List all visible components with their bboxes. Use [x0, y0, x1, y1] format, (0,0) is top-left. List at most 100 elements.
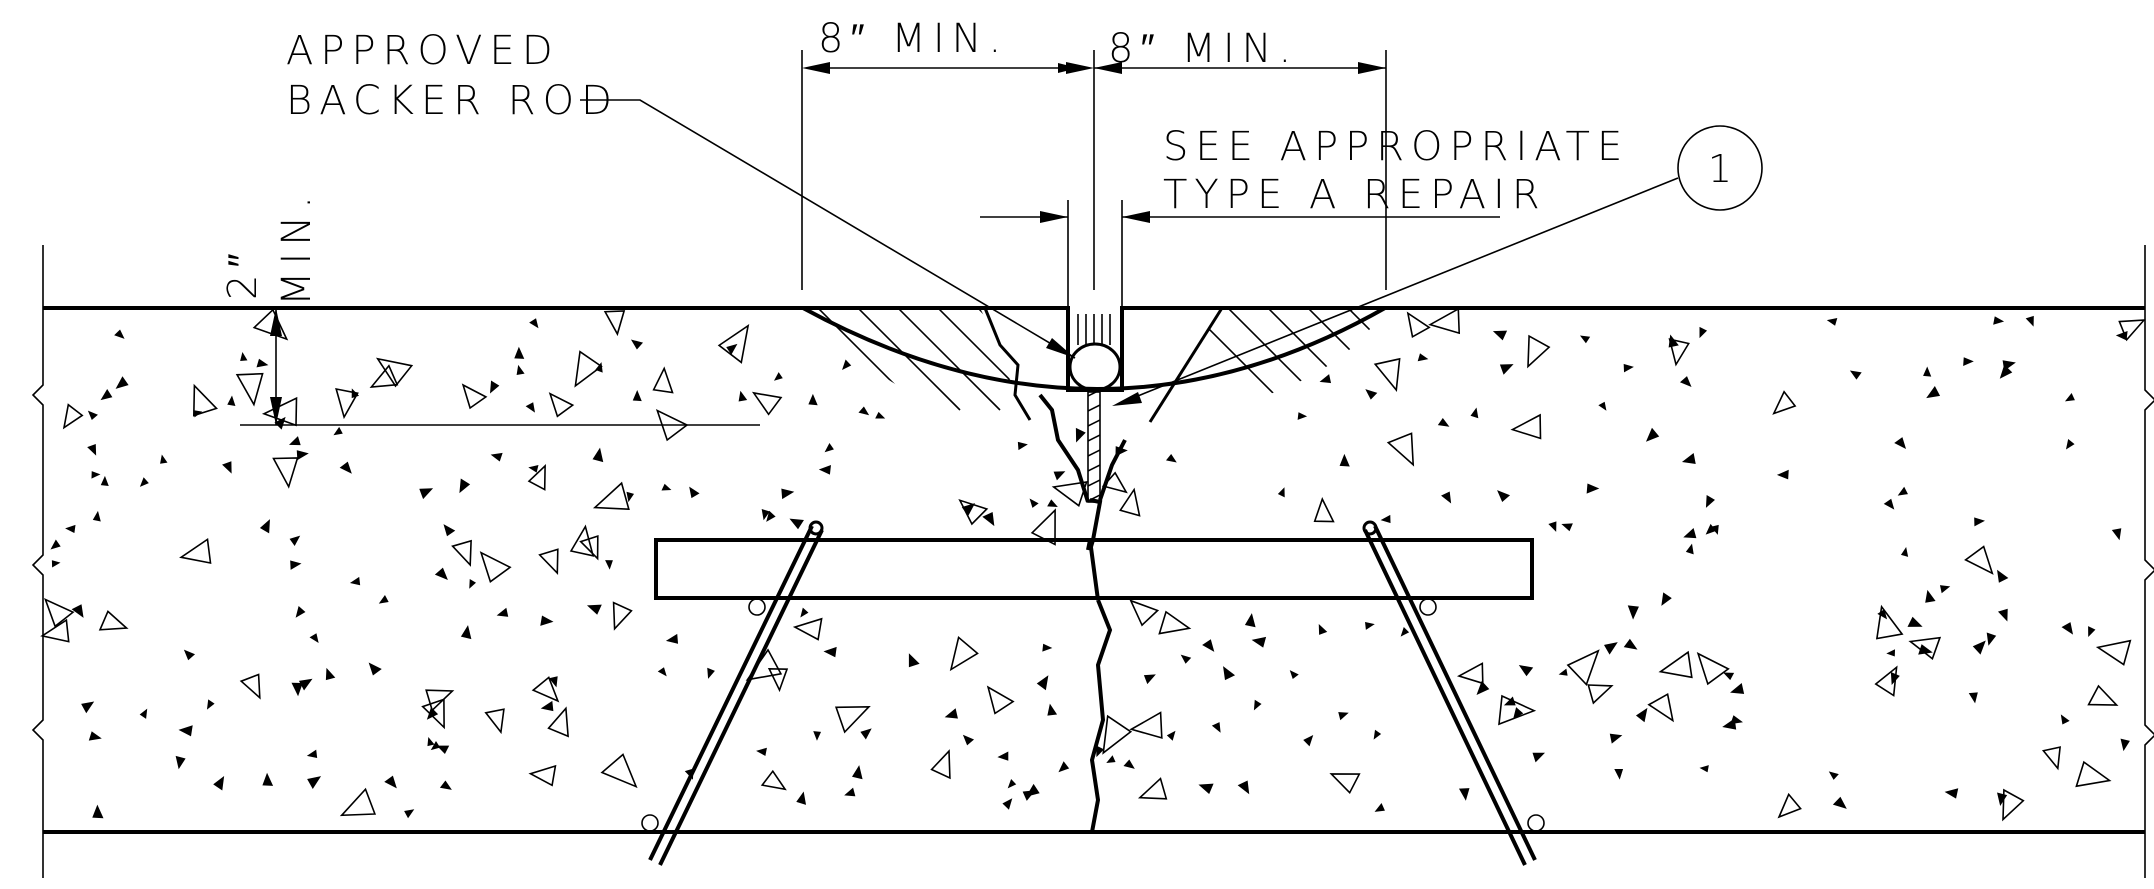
aggregate-mark [1476, 680, 1490, 695]
aggregate-mark [1202, 639, 1215, 652]
aggregate-mark [43, 597, 75, 628]
aggregate-mark [1022, 790, 1036, 801]
aggregate-mark [307, 776, 322, 789]
aggregate-mark [114, 329, 125, 339]
aggregate-mark [1699, 765, 1709, 773]
aggregate-mark [1661, 592, 1672, 606]
aggregate-mark [252, 308, 289, 341]
aggregate-mark [160, 454, 168, 464]
aggregate-mark [1685, 543, 1694, 555]
aggregate-mark [1944, 788, 1959, 799]
aggregate-mark [1042, 643, 1053, 652]
repair-reference-line1: SEE APPROPRIATE [1163, 124, 1629, 170]
aggregate-mark [612, 601, 633, 631]
aggregate-mark [87, 443, 97, 456]
aggregate-mark [496, 607, 509, 617]
aggregate-mark [528, 465, 539, 473]
repair-area [802, 306, 1386, 423]
aggregate-mark [378, 594, 389, 604]
aggregate-mark [1456, 662, 1484, 685]
aggregate-mark [1101, 471, 1128, 494]
aggregate-mark [808, 393, 818, 406]
aggregate-mark [813, 731, 822, 741]
aggregate-mark [1338, 712, 1349, 721]
aggregate-mark [490, 380, 500, 394]
aggregate-mark [239, 673, 261, 700]
aggregate-mark [1518, 665, 1534, 677]
aggregate-mark [1123, 759, 1135, 769]
aggregate-mark [751, 391, 783, 416]
aggregate-mark [1623, 363, 1634, 373]
aggregate-mark [1993, 316, 2005, 325]
aggregate-mark [1832, 796, 1847, 809]
aggregate-mark [1318, 624, 1328, 635]
aggregate-mark [309, 633, 319, 644]
aggregate-mark [461, 383, 488, 410]
aggregate-mark [306, 749, 318, 759]
aggregate-mark [88, 731, 102, 741]
aggregate-mark [2060, 714, 2070, 725]
aggregate-mark [419, 488, 434, 500]
aggregate-mark [538, 548, 559, 576]
aggregate-mark [288, 436, 301, 446]
aggregate-mark [259, 519, 270, 534]
aggregate-mark [100, 389, 113, 401]
aggregate-mark [1997, 569, 2009, 583]
aggregate-mark [2002, 788, 2025, 822]
aggregate-mark [1417, 353, 1429, 362]
aggregate-mark [1997, 608, 2008, 622]
aggregate-mark [1198, 783, 1214, 795]
aggregate-mark [2115, 330, 2128, 341]
aggregate-mark [766, 510, 776, 522]
aggregate-mark [2064, 392, 2075, 402]
aggregate-mark [430, 741, 441, 751]
aggregate-mark [40, 618, 70, 643]
aggregate-mark [626, 491, 634, 503]
aggregate-mark [2118, 319, 2146, 342]
aggregate-mark [1777, 792, 1802, 819]
aggregate-mark [1437, 417, 1450, 427]
aggregate-mark [1772, 390, 1797, 415]
aggregate-mark [1119, 487, 1141, 517]
aggregate-mark [860, 728, 872, 740]
aggregate-mark [421, 698, 445, 730]
leader-lines [580, 99, 1679, 406]
aggregate-mark [222, 461, 232, 474]
aggregate-mark [592, 447, 604, 463]
aggregate-mark [1365, 621, 1375, 630]
aggregate-mark [767, 667, 789, 693]
aggregate-mark [1129, 599, 1160, 627]
aggregate-mark [1297, 412, 1308, 420]
aggregate-mark [1223, 666, 1236, 681]
aggregate-mark [1776, 469, 1789, 480]
aggregate-mark [349, 576, 361, 586]
aggregate-mark [256, 358, 269, 368]
aggregate-mark [1237, 780, 1250, 795]
aggregate-mark [459, 478, 471, 494]
aggregate-mark [818, 464, 831, 475]
aggregate-mark [1165, 453, 1177, 463]
aggregate-mark [986, 685, 1015, 715]
aggregate-mark [50, 539, 61, 550]
aggregate-mark [1668, 338, 1690, 367]
aggregate-mark [547, 706, 569, 738]
aggregate-mark [1722, 718, 1737, 730]
aggregate-mark [98, 610, 129, 631]
aggregate-mark [1498, 694, 1537, 726]
aggregate-mark [1319, 374, 1332, 384]
aggregate-mark [272, 457, 299, 489]
aggregate-mark [603, 310, 626, 337]
aggregate-mark [657, 667, 667, 677]
depth-dimension [240, 308, 760, 426]
aggregate-mark [549, 676, 558, 688]
aggregate-mark [91, 471, 101, 479]
aggregate-mark [1051, 481, 1088, 508]
aggregate-mark [1828, 771, 1839, 780]
aggregate-mark [175, 755, 186, 770]
aggregate-mark [368, 662, 382, 676]
aggregate-mark [2025, 315, 2034, 327]
aggregate-mark [844, 787, 856, 797]
aggregate-mark [1143, 674, 1156, 685]
aggregate-mark [2120, 738, 2130, 752]
